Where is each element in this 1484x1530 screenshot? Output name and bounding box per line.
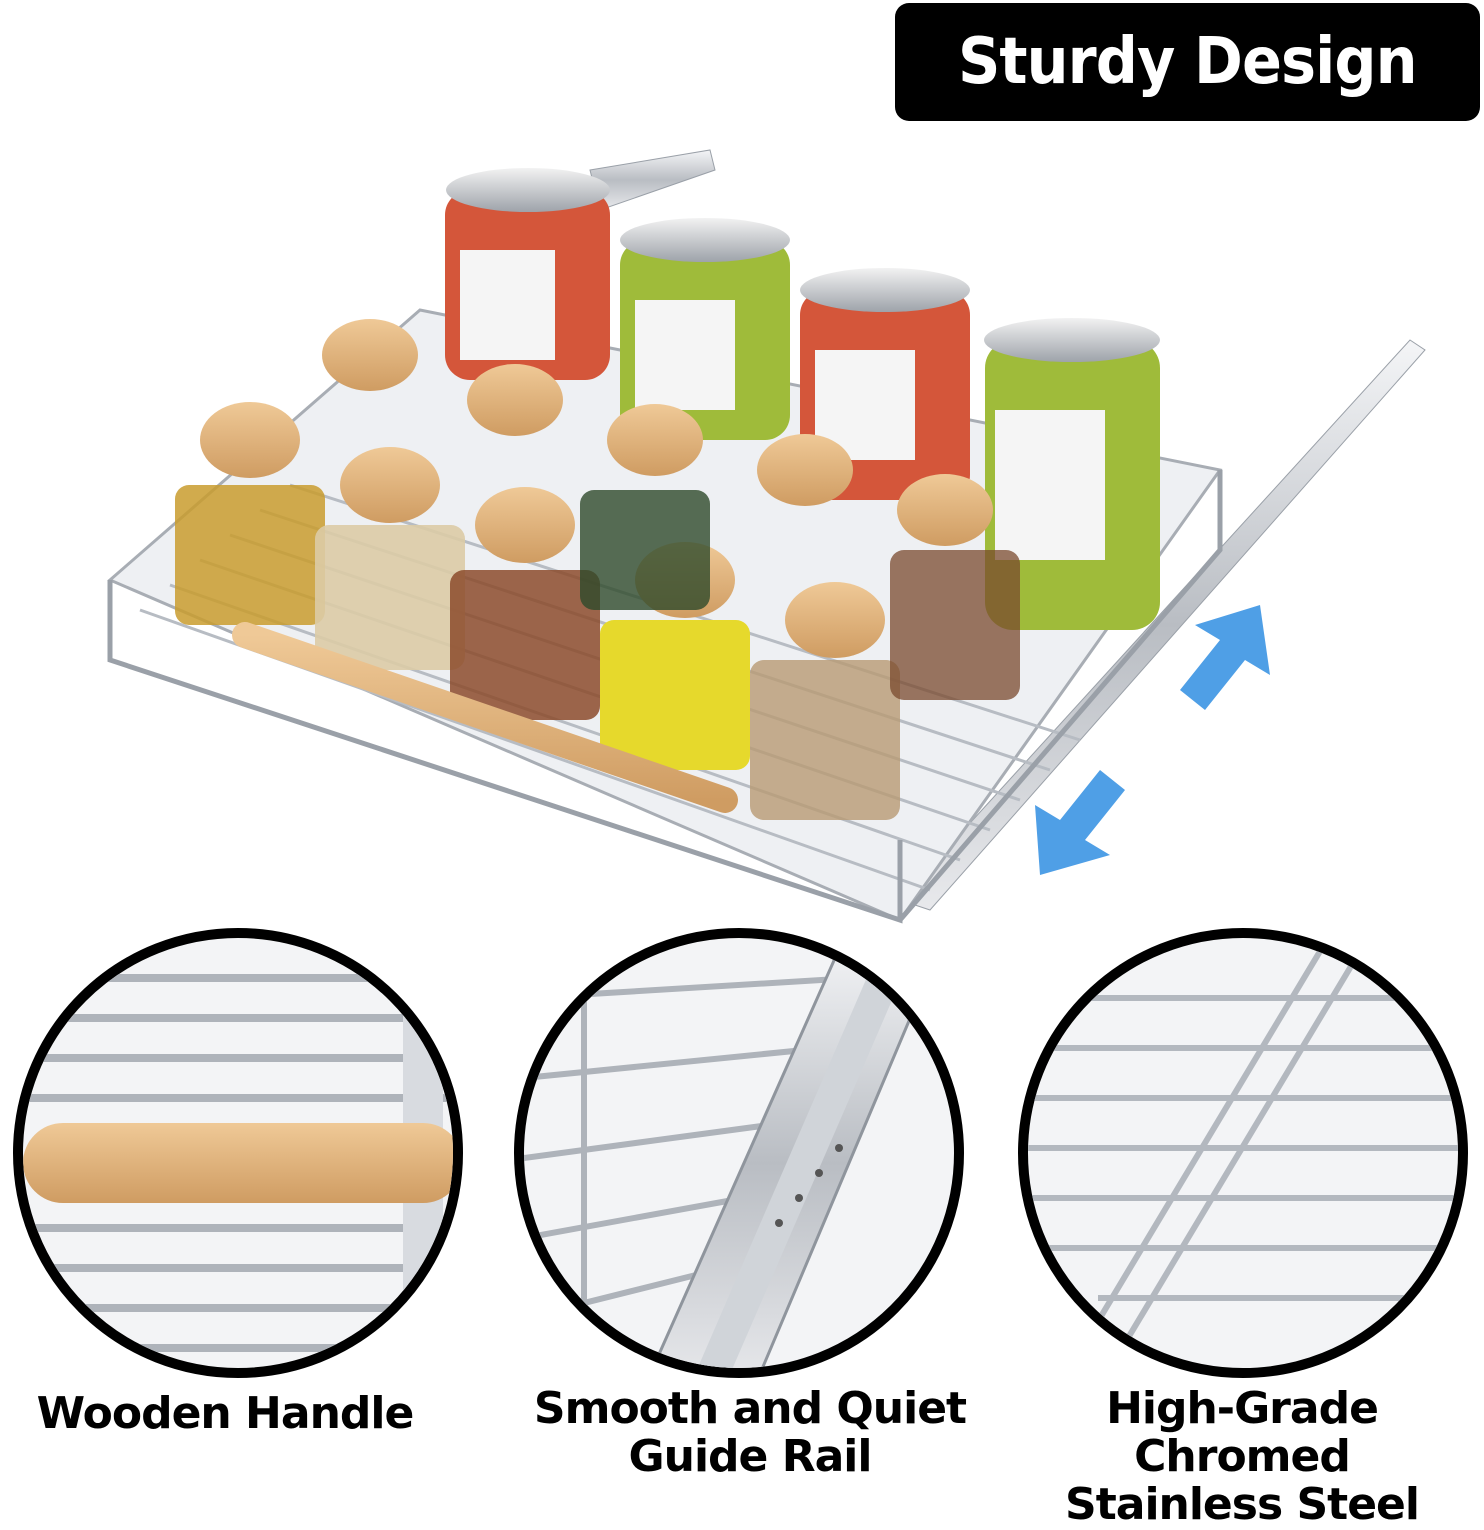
caption-chromed-steel-line1: High-Grade Chromed bbox=[1106, 1383, 1379, 1482]
caption-wooden-handle: Wooden Handle bbox=[20, 1390, 430, 1438]
detail-wooden-handle bbox=[13, 928, 463, 1378]
detail-guide-rail bbox=[514, 928, 964, 1378]
caption-guide-rail: Smooth and Quiet Guide Rail bbox=[505, 1385, 995, 1481]
banner-title: Sturdy Design bbox=[958, 25, 1418, 99]
caption-guide-rail-line2: Guide Rail bbox=[628, 1431, 873, 1482]
spice-rack-illustration bbox=[107, 149, 1426, 924]
caption-chromed-steel: High-Grade Chromed Stainless Steel bbox=[1000, 1385, 1484, 1529]
caption-wooden-handle-text: Wooden Handle bbox=[36, 1388, 415, 1439]
banner: Sturdy Design bbox=[895, 3, 1480, 121]
double-arrow-icon bbox=[1035, 605, 1270, 875]
caption-chromed-steel-line2: Stainless Steel bbox=[1065, 1479, 1420, 1530]
detail-chromed-steel bbox=[1018, 928, 1468, 1378]
caption-guide-rail-line1: Smooth and Quiet bbox=[533, 1383, 967, 1434]
